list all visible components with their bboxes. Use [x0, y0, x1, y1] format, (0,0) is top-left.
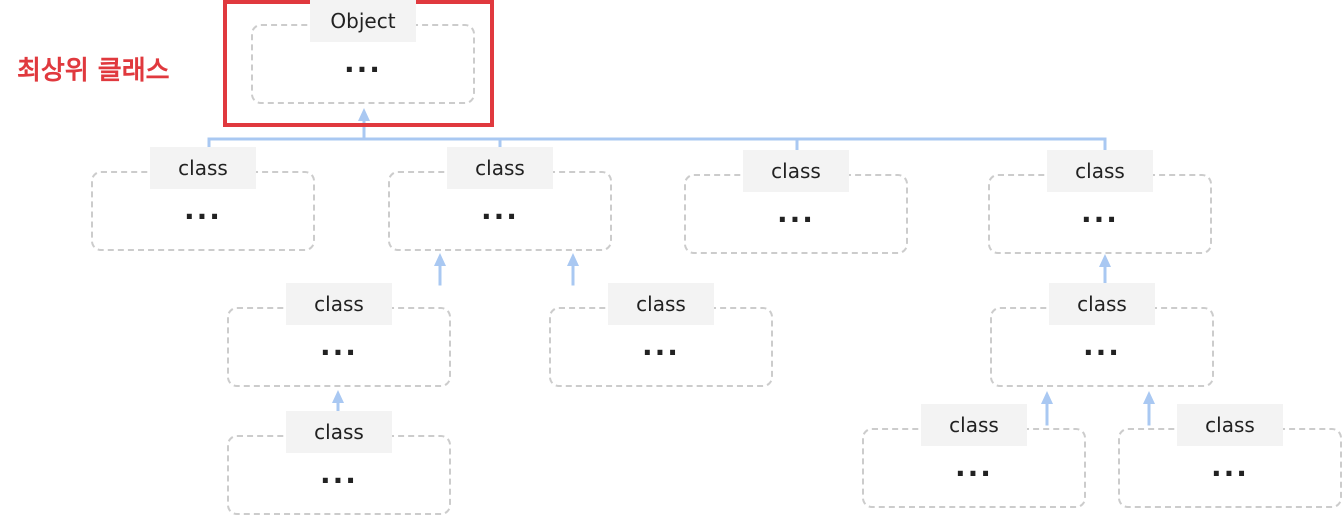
- arrow-head-child-4-1-2: [1143, 391, 1155, 404]
- node-body: ...: [344, 46, 382, 79]
- node-body: ...: [642, 329, 680, 362]
- arrow-head-child-2-1-1: [332, 390, 344, 403]
- node-label: class: [447, 147, 553, 189]
- node-body: ...: [955, 450, 993, 483]
- class-node: class ...: [227, 283, 451, 387]
- node-label: class: [1177, 404, 1283, 446]
- class-node: class ...: [91, 147, 315, 251]
- node-label: class: [921, 404, 1027, 446]
- class-node: class ...: [1118, 404, 1342, 508]
- node-body: ...: [1083, 329, 1121, 362]
- node-label: class: [608, 283, 714, 325]
- node-label: class: [286, 411, 392, 453]
- node-label: Object: [310, 0, 416, 42]
- node-body: ...: [184, 193, 222, 226]
- arrow-head-child-4-1-1: [1041, 391, 1053, 404]
- object-class-node: Object ...: [251, 0, 475, 104]
- class-node: class ...: [862, 404, 1086, 508]
- arrow-head-object: [358, 108, 370, 121]
- class-node: class ...: [990, 283, 1214, 387]
- root-class-caption: 최상위 클래스: [17, 56, 170, 86]
- class-node: class ...: [988, 150, 1212, 254]
- class-node: class ...: [227, 411, 451, 515]
- node-body: ...: [320, 329, 358, 362]
- arrow-head-child-4-1: [1099, 254, 1111, 267]
- node-body: ...: [1211, 450, 1249, 483]
- node-label: class: [743, 150, 849, 192]
- arrow-head-child-2-1: [434, 253, 446, 266]
- class-node: class ...: [549, 283, 773, 387]
- node-body: ...: [320, 457, 358, 490]
- node-body: ...: [481, 193, 519, 226]
- node-body: ...: [1081, 196, 1119, 229]
- class-node: class ...: [388, 147, 612, 251]
- node-label: class: [286, 283, 392, 325]
- node-label: class: [1047, 150, 1153, 192]
- node-label: class: [1049, 283, 1155, 325]
- class-node: class ...: [684, 150, 908, 254]
- node-body: ...: [777, 196, 815, 229]
- node-label: class: [150, 147, 256, 189]
- arrow-head-child-2-2: [567, 253, 579, 266]
